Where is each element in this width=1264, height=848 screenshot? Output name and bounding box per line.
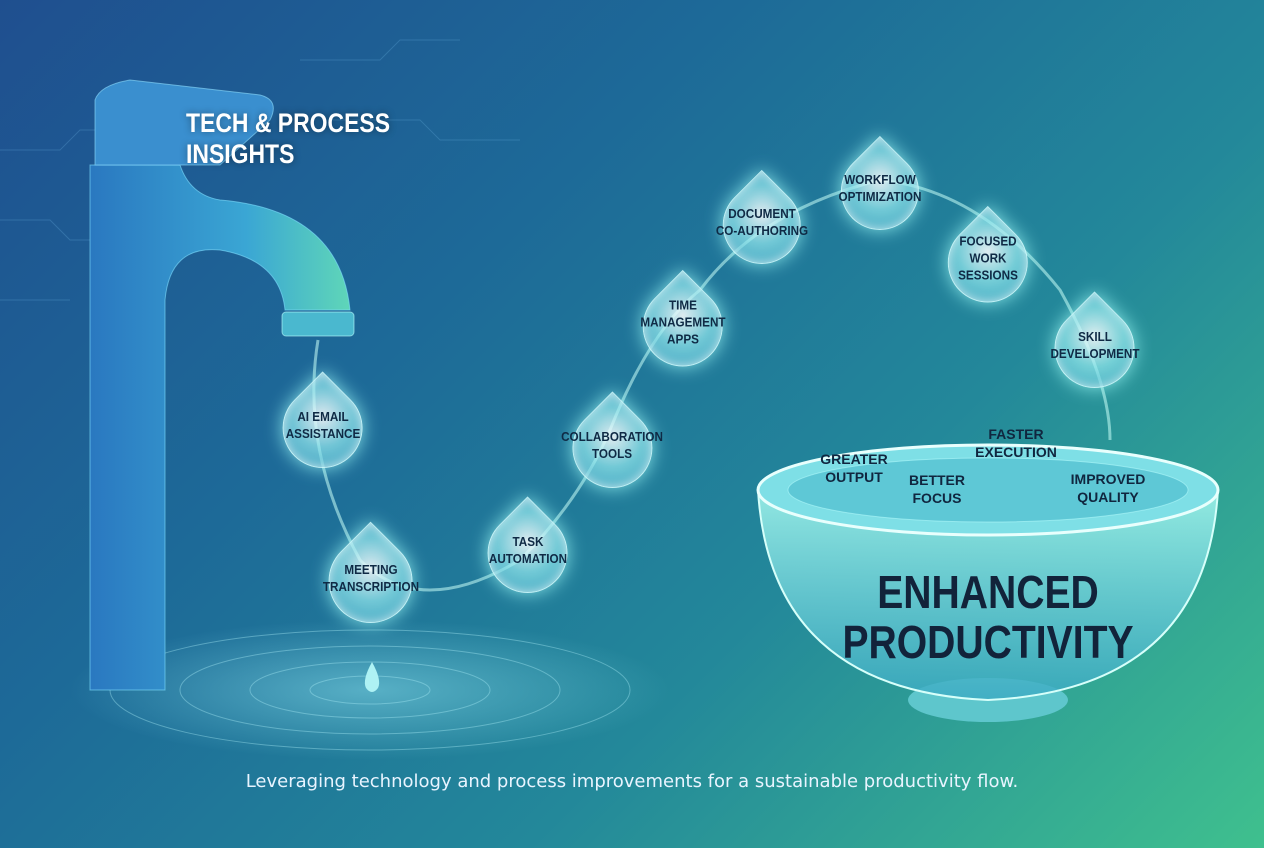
benefit-greater-output: GREATER OUTPUT bbox=[820, 450, 887, 486]
small-drop-icon bbox=[364, 662, 380, 692]
drop-label: MANAGEMENT bbox=[640, 314, 726, 330]
drop-label: SESSIONS bbox=[958, 267, 1018, 283]
drop-label: TASK bbox=[512, 534, 544, 549]
drop-ai-email-assistance: AI EMAIL ASSISTANCE bbox=[266, 371, 380, 485]
benefit-label: EXECUTION bbox=[975, 444, 1057, 460]
benefit-label: OUTPUT bbox=[825, 469, 883, 485]
drop-label: TIME bbox=[669, 297, 697, 313]
drop-label: MEETING bbox=[344, 562, 398, 577]
title-line: INSIGHTS bbox=[186, 139, 295, 169]
bowl-label-line: ENHANCED bbox=[877, 566, 1099, 618]
diagram-title: TECH & PROCESS INSIGHTS bbox=[186, 108, 390, 170]
drop-label: DOCUMENT bbox=[728, 206, 796, 221]
benefit-label: BETTER bbox=[909, 472, 965, 488]
benefit-label: FOCUS bbox=[912, 490, 962, 506]
bowl bbox=[756, 443, 1220, 722]
benefit-label: IMPROVED bbox=[1070, 471, 1146, 487]
drop-label: APPS bbox=[667, 331, 699, 347]
benefit-label: GREATER bbox=[820, 451, 888, 467]
benefit-label: QUALITY bbox=[1077, 489, 1139, 505]
drop-label: OPTIMIZATION bbox=[838, 189, 922, 204]
drop-label: AI EMAIL bbox=[297, 409, 349, 424]
benefit-improved-quality: IMPROVED QUALITY bbox=[1071, 470, 1146, 506]
faucet-icon bbox=[89, 79, 355, 691]
drop-skill-development: SKILL DEVELOPMENT bbox=[1038, 291, 1152, 405]
drop-label: ASSISTANCE bbox=[285, 426, 361, 441]
drop-workflow-optimization: WORKFLOW OPTIMIZATION bbox=[824, 135, 936, 246]
drop-label: AUTOMATION bbox=[488, 551, 568, 566]
benefit-faster-execution: FASTER EXECUTION bbox=[975, 425, 1057, 461]
drop-label: CO-AUTHORING bbox=[715, 223, 809, 238]
title-line: TECH & PROCESS bbox=[186, 108, 391, 138]
drop-label: FOCUSED bbox=[959, 233, 1017, 249]
bowl-label-line: PRODUCTIVITY bbox=[842, 616, 1134, 668]
benefit-better-focus: BETTER FOCUS bbox=[909, 471, 965, 507]
drop-collaboration-tools: COLLABORATION TOOLS bbox=[555, 391, 669, 505]
drop-document-co-authoring: DOCUMENT CO-AUTHORING bbox=[706, 169, 818, 280]
drop-label: TOOLS bbox=[591, 446, 633, 461]
drop-label: SKILL bbox=[1078, 329, 1112, 344]
drop-label: WORKFLOW bbox=[844, 172, 916, 187]
caption: Leveraging technology and process improv… bbox=[245, 771, 1019, 792]
drop-meeting-transcription: MEETING TRANSCRIPTION bbox=[311, 521, 431, 641]
drop-label: TRANSCRIPTION bbox=[322, 579, 420, 594]
drop-label: COLLABORATION bbox=[561, 429, 663, 444]
drop-task-automation: TASK AUTOMATION bbox=[471, 496, 585, 610]
benefit-label: FASTER bbox=[988, 426, 1044, 442]
drop-label: DEVELOPMENT bbox=[1050, 346, 1140, 361]
drop-label: WORK bbox=[969, 250, 1007, 266]
